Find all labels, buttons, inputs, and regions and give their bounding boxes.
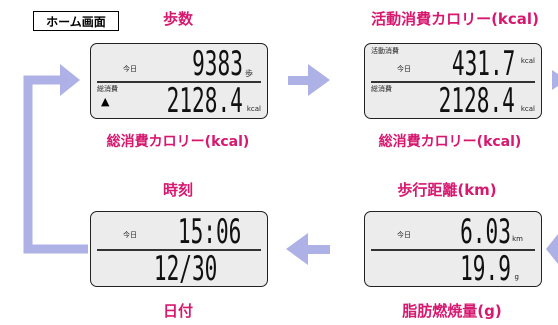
kcal-unit: kcal <box>520 105 535 113</box>
active-tag: 活動消費 <box>371 47 399 55</box>
active-title: 活動消費カロリー(kcal) <box>371 10 539 28</box>
clock-lcd: 今日 15:06 12/30 <box>90 211 268 287</box>
steps-value: 9383 <box>192 44 243 84</box>
arrow-right-edge <box>552 70 558 90</box>
steps-unit: 歩 <box>245 69 253 78</box>
lcd-divider <box>371 81 535 83</box>
total-tag: 総消費 <box>371 85 392 93</box>
km-unit: km <box>512 235 523 243</box>
active-lcd: 活動消費 今日 431.7 kcal 総消費 2128.4 kcal <box>364 43 542 119</box>
distance-lcd: 今日 6.03 km 19.9 g <box>364 211 542 287</box>
time-value: 15:06 <box>177 212 241 252</box>
home-screen-label: ホーム画面 <box>33 11 119 31</box>
distance-subtitle: 脂肪燃焼量(g) <box>402 302 502 320</box>
clock-subtitle: 日付 <box>162 302 194 320</box>
steps-subtitle: 総消費カロリー(kcal) <box>106 134 250 150</box>
steps-lcd: 今日 9383 歩 総消費 ▲ 2128.4 kcal <box>90 43 268 119</box>
arrow-left-bottom <box>286 233 330 265</box>
arrow-right-top <box>288 64 330 96</box>
gram-unit: g <box>514 273 519 281</box>
date-value: 12/30 <box>153 249 217 289</box>
home-icon: ▲ <box>101 95 110 108</box>
today-tag: 今日 <box>397 231 411 239</box>
lcd-divider <box>371 249 535 251</box>
distance-value: 6.03 <box>460 212 511 252</box>
active-calories-value: 431.7 <box>451 44 515 84</box>
today-tag: 今日 <box>123 65 137 73</box>
today-tag: 今日 <box>397 65 411 73</box>
total-calories-value: 2128.4 <box>166 81 243 121</box>
lcd-divider <box>97 249 261 251</box>
steps-title: 歩数 <box>162 10 194 28</box>
fat-burn-value: 19.9 <box>460 249 511 289</box>
lcd-divider <box>97 81 261 83</box>
total-calories-value: 2128.4 <box>438 81 515 121</box>
today-tag: 今日 <box>123 231 137 239</box>
active-subtitle: 総消費カロリー(kcal) <box>378 134 522 150</box>
kcal-unit: kcal <box>246 105 261 113</box>
clock-title: 時刻 <box>162 181 194 199</box>
total-tag: 総消費 <box>97 85 118 93</box>
return-arrow <box>23 64 88 254</box>
kcal-unit: kcal <box>520 57 535 65</box>
arrow-left-edge <box>546 234 558 264</box>
distance-title: 歩行距離(km) <box>397 181 497 199</box>
